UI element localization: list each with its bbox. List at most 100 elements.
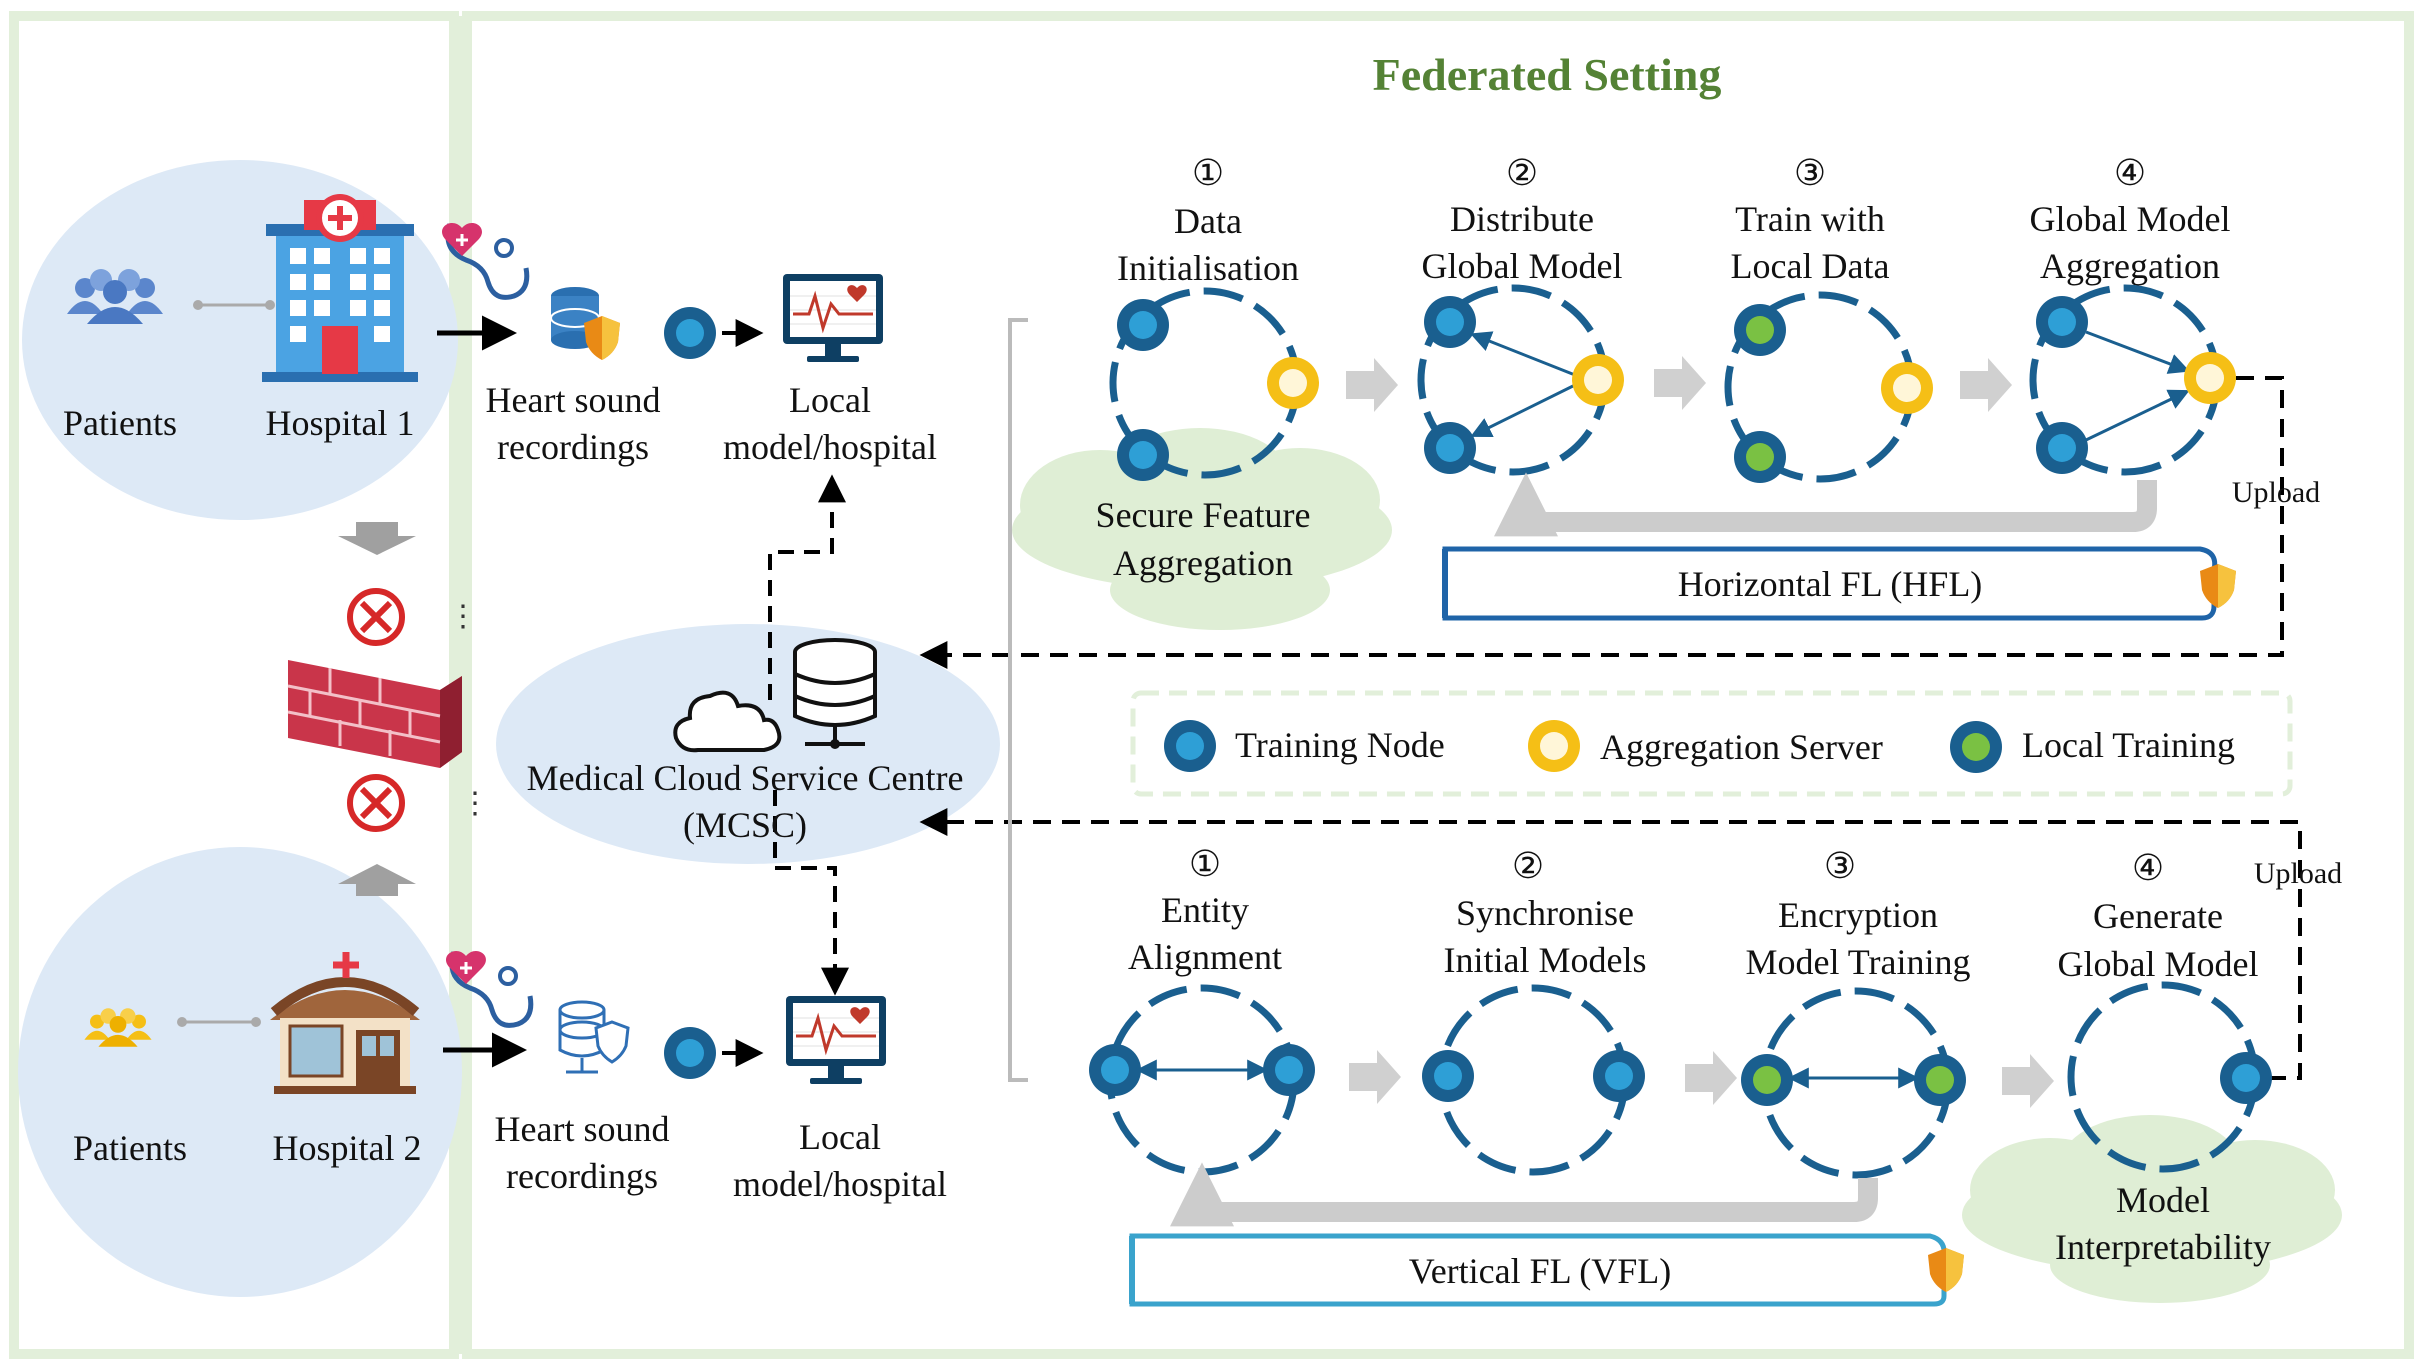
secure-aggregation-line1: Secure Feature	[1096, 495, 1311, 535]
hfl-step-2: ② Distribute Global Model	[1421, 153, 1624, 474]
svg-text:⋮: ⋮	[448, 600, 478, 633]
hospital1-recordings-line2: recordings	[497, 427, 649, 467]
database-shield-icon	[550, 287, 620, 360]
hfl-step-number: ④	[2114, 153, 2146, 193]
secure-aggregation-line2: Aggregation	[1113, 543, 1293, 583]
patients-icon	[84, 1008, 152, 1047]
svg-text:⋮: ⋮	[460, 787, 490, 820]
vfl-upload-path	[919, 808, 2302, 1080]
hfl-upload-label: Upload	[2232, 476, 2320, 509]
training-node	[1422, 1050, 1474, 1102]
hfl-upload-path	[919, 376, 2284, 669]
vfl-step-1: ① Entity Alignment	[1089, 844, 1315, 1172]
hfl-loop-arrow	[1493, 472, 2157, 537]
legend-local-training: Local Training	[2022, 725, 2235, 765]
hfl-step-number: ③	[1794, 153, 1826, 193]
vfl-step-label: Encryption	[1778, 895, 1938, 935]
hospital1-local-line1: Local	[789, 380, 871, 420]
firewall-icon	[287, 660, 462, 768]
training-node	[1089, 1044, 1141, 1096]
blocked-icon	[347, 774, 405, 832]
local-training-node	[1914, 1054, 1966, 1106]
vfl-step-label: Generate	[2093, 896, 2223, 936]
page-title: Federated Setting	[1373, 49, 1722, 100]
training-node	[1117, 299, 1169, 351]
training-node	[1117, 429, 1169, 481]
legend-aggregation-server-icon	[1528, 720, 1580, 772]
hospital1-local-line2: model/hospital	[723, 427, 937, 467]
mcsc-line1: Medical Cloud Service Centre	[527, 758, 964, 798]
training-node-icon	[664, 307, 716, 359]
clinic-building-icon	[270, 952, 420, 1094]
blocked-icon	[347, 588, 405, 646]
hospital-building-icon	[262, 194, 418, 382]
hospital2-local-line2: model/hospital	[733, 1164, 947, 1204]
hospital2-recordings-line1: Heart sound	[495, 1109, 670, 1149]
training-node	[1593, 1050, 1645, 1102]
vfl-step-label: Entity	[1161, 890, 1249, 930]
training-node	[2036, 422, 2088, 474]
legend: Training Node Aggregation Server Local T…	[1130, 690, 2293, 797]
hfl-banner-label: Horizontal FL (HFL)	[1678, 564, 1983, 604]
hospital2-region	[18, 847, 462, 1297]
grey-right-arrow	[1349, 1050, 1401, 1104]
hfl-step-label: Local Data	[1731, 246, 1890, 286]
vfl-step-3: ③ Encryption Model Training	[1741, 846, 1971, 1175]
grey-right-arrow	[1346, 358, 1398, 412]
vfl-upload-label: Upload	[2254, 857, 2342, 890]
hfl-step-4: ④ Global Model Aggregation	[2030, 153, 2236, 474]
training-node	[1424, 422, 1476, 474]
local-training-node	[1741, 1054, 1793, 1106]
vfl-step-number: ④	[2132, 848, 2164, 888]
vfl-step-label: Model Training	[1745, 942, 1970, 982]
hfl-step-label: Aggregation	[2040, 246, 2220, 286]
vfl-step-label: Global Model	[2058, 944, 2259, 984]
training-node-icon	[664, 1027, 716, 1079]
vfl-step-number: ①	[1189, 844, 1221, 884]
vfl-step-label: Alignment	[1128, 937, 1282, 977]
aggregation-server	[2184, 352, 2236, 404]
hospital2-recordings-line2: recordings	[506, 1156, 658, 1196]
grey-right-arrow	[1685, 1051, 1737, 1105]
training-node	[1263, 1044, 1315, 1096]
training-node	[2220, 1052, 2272, 1104]
hfl-step-label: Global Model	[2030, 199, 2231, 239]
right-panel-border	[462, 11, 2414, 1359]
legend-local-training-icon	[1950, 721, 2002, 773]
local-training-node	[1734, 431, 1786, 483]
hfl-step-number: ①	[1192, 153, 1224, 193]
vfl-step-label: Synchronise	[1456, 893, 1634, 933]
vfl-step-number: ②	[1512, 846, 1544, 886]
grey-right-arrow	[1654, 356, 1706, 410]
legend-aggregation-server: Aggregation Server	[1600, 727, 1883, 767]
grey-right-arrow	[1960, 358, 2012, 412]
hfl-step-label: Data	[1174, 201, 1242, 241]
vfl-step-label: Initial Models	[1444, 940, 1647, 980]
training-node	[2036, 296, 2088, 348]
bracket	[1008, 318, 1028, 1082]
hfl-step-1: ① Data Initialisation	[1113, 153, 1319, 481]
aggregation-server	[1267, 357, 1319, 409]
grey-right-arrow	[2002, 1054, 2054, 1108]
hospital2-label: Hospital 2	[273, 1128, 422, 1168]
grey-up-arrow	[338, 864, 416, 896]
vfl-banner-label: Vertical FL (VFL)	[1409, 1251, 1672, 1291]
aggregation-server	[1881, 362, 1933, 414]
interpretability-line1: Model	[2116, 1180, 2210, 1220]
hospital1-recordings-line1: Heart sound	[486, 380, 661, 420]
vfl-banner: Vertical FL (VFL)	[1129, 1233, 1964, 1307]
hfl-step-number: ②	[1506, 153, 1538, 193]
interpretability-cloud	[1962, 1115, 2342, 1303]
interpretability-line2: Interpretability	[2055, 1227, 2271, 1267]
hfl-step-3: ③ Train with Local Data	[1728, 153, 1933, 483]
mcsc-line2: (MCSC)	[683, 805, 807, 845]
aggregation-server	[1572, 354, 1624, 406]
hfl-step-label: Distribute	[1450, 199, 1594, 239]
legend-training-node-icon	[1164, 720, 1216, 772]
monitor-icon	[781, 272, 885, 364]
hfl-step-label: Train with	[1735, 199, 1885, 239]
legend-training-node: Training Node	[1235, 725, 1445, 765]
hfl-banner: Horizontal FL (HFL)	[1442, 546, 2236, 621]
grey-down-arrow	[338, 522, 416, 555]
hospital2-local-line1: Local	[799, 1117, 881, 1157]
